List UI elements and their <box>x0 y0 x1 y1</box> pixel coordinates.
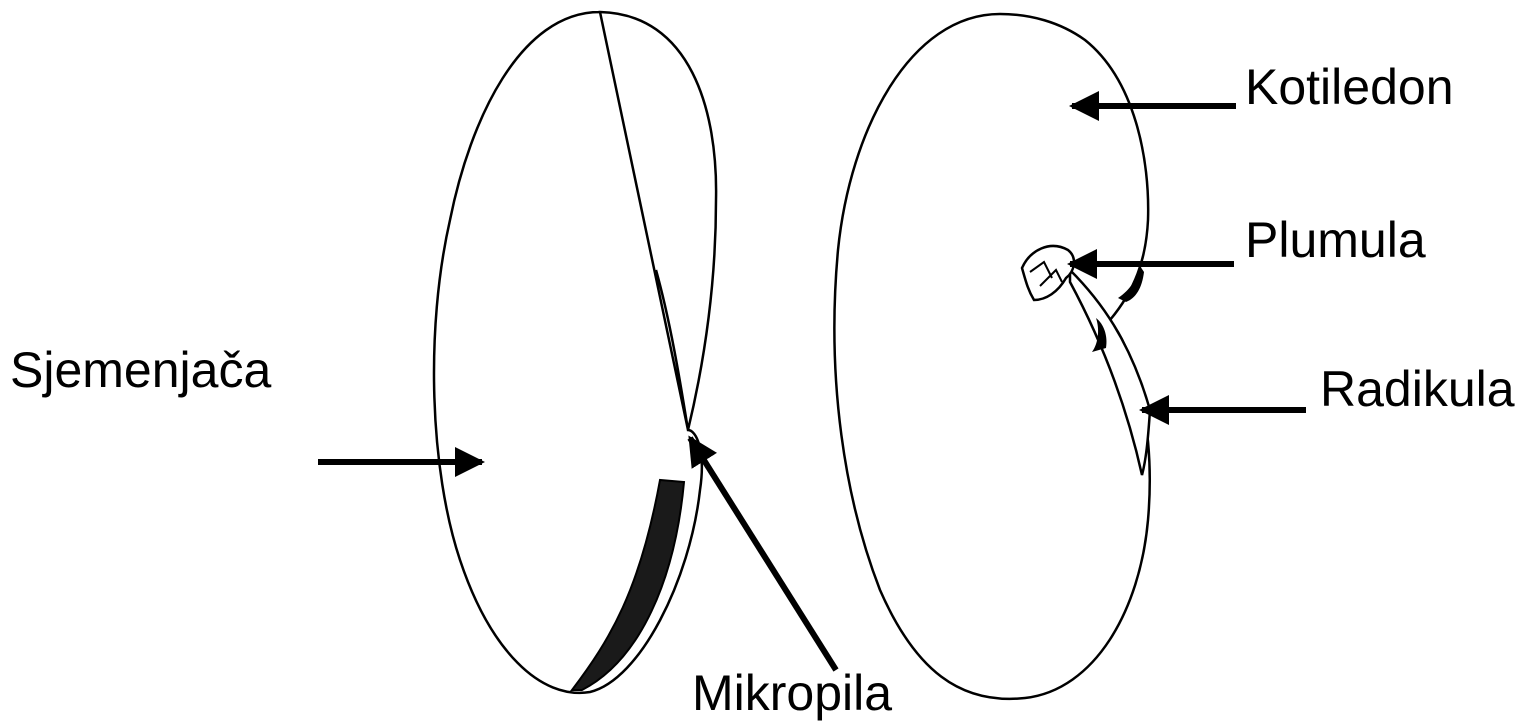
hilum-scar <box>572 480 684 690</box>
whole-seed <box>434 12 716 693</box>
micropyle-label: Mikropila <box>692 668 892 718</box>
cotyledon-label: Kotiledon <box>1245 62 1454 112</box>
opened-seed-outline <box>834 14 1149 699</box>
radicle-label: Radikula <box>1320 364 1515 414</box>
plumule-label: Plumula <box>1245 215 1426 265</box>
micropyle-arrow <box>690 438 836 670</box>
whole-seed-outline <box>434 12 716 693</box>
opened-seed <box>834 14 1150 699</box>
embryo-shadow-upper <box>1118 266 1144 302</box>
radicle-shape <box>1070 270 1150 475</box>
seed-coat-label: Sjemenjača <box>10 345 271 395</box>
plumule-shape <box>1022 246 1074 300</box>
